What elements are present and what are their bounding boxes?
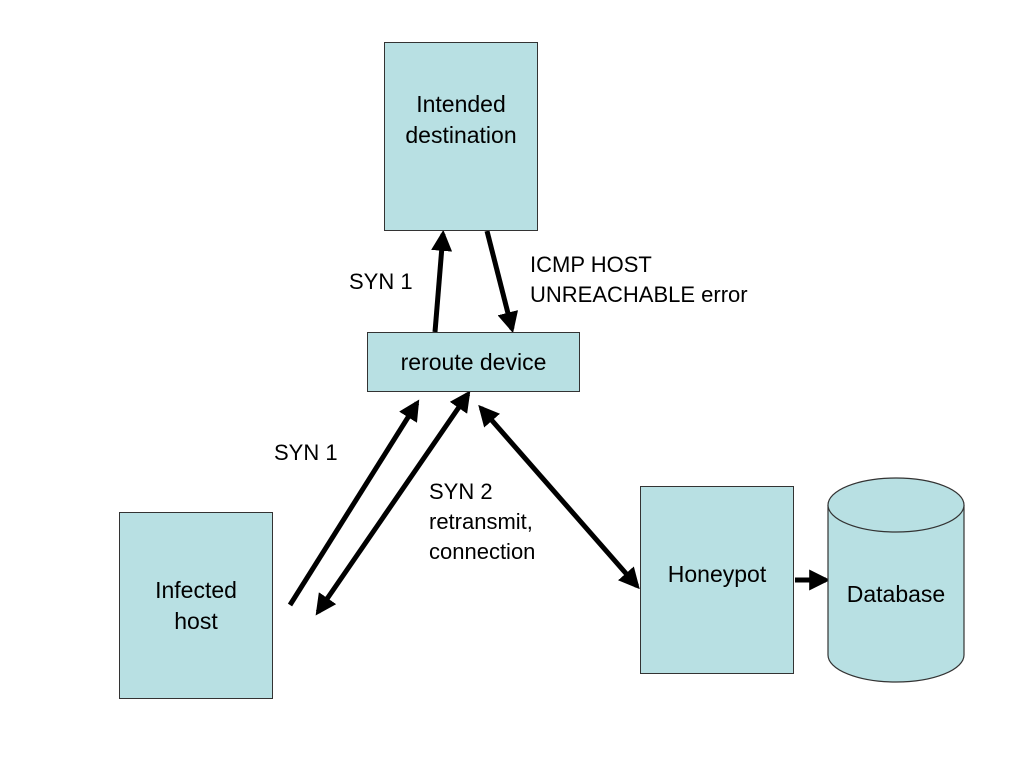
arrow-syn1-to-destination — [431, 229, 453, 333]
infected-host-label: Infected host — [155, 576, 237, 634]
reroute-device-box: reroute device — [367, 332, 580, 392]
honeypot-label: Honeypot — [667, 560, 767, 587]
arrow-reroute-honeypot — [478, 404, 640, 590]
intended-destination-box: Intended destination — [384, 42, 538, 231]
arrow-syn2-bidirectional — [315, 390, 471, 616]
database-cylinder — [827, 477, 965, 683]
intended-destination-label: Intended destination — [405, 90, 517, 148]
reroute-device-label: reroute device — [400, 348, 547, 375]
syn2-label: SYN 2 retransmit, connection — [429, 479, 536, 564]
syn1-upper-label: SYN 1 — [349, 269, 413, 294]
arrow-syn1-to-reroute — [287, 399, 420, 607]
infected-host-box: Infected host — [119, 512, 273, 699]
arrow-icmp-to-reroute — [484, 230, 519, 334]
database-label: Database — [846, 581, 946, 607]
icmp-error-label: ICMP HOST UNREACHABLE error — [530, 252, 748, 307]
honeypot-box: Honeypot — [640, 486, 794, 674]
syn1-lower-label: SYN 1 — [274, 440, 338, 465]
